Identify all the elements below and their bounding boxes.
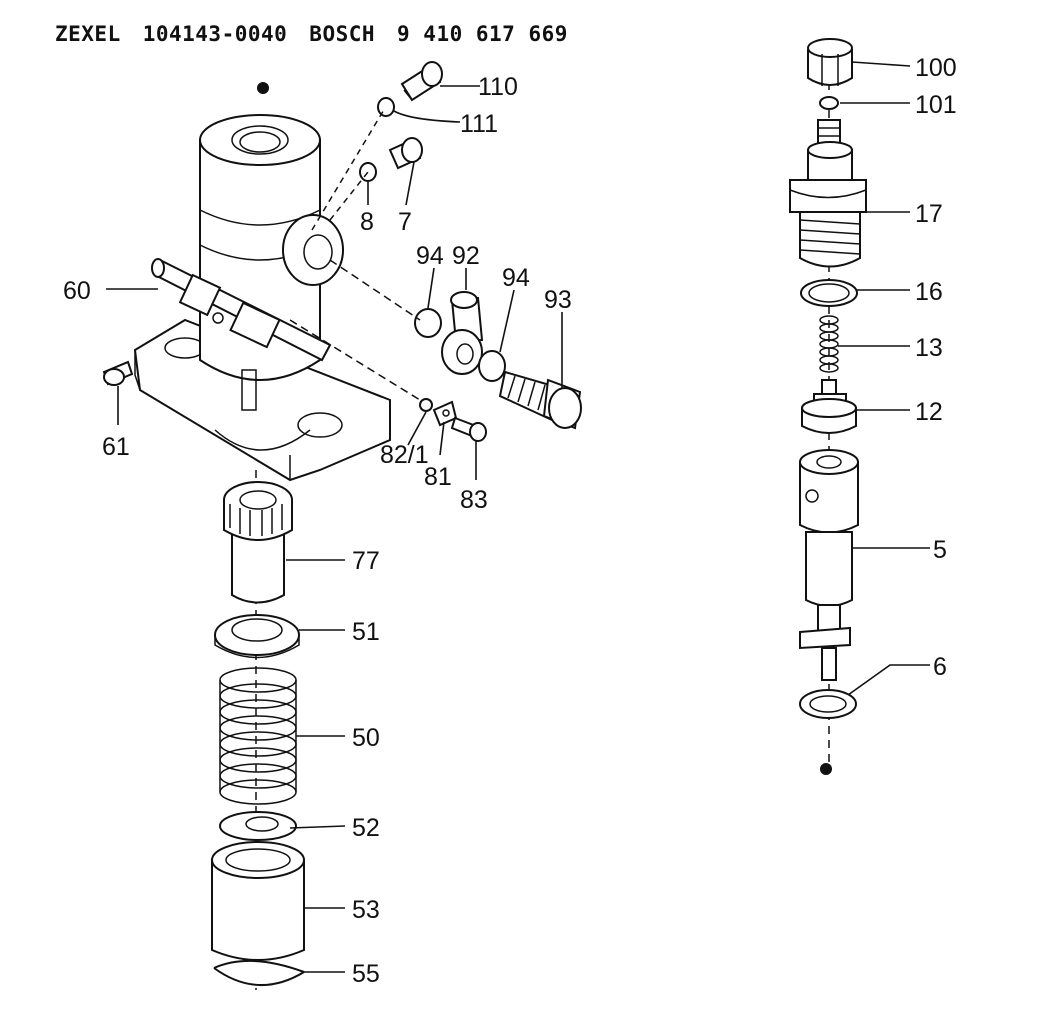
valve-holder-17 — [789, 119, 867, 268]
washer-111 — [377, 97, 395, 117]
callout-53: 53 — [352, 896, 380, 924]
callout-12: 12 — [915, 398, 943, 426]
washer-8 — [359, 162, 377, 182]
callout-110: 110 — [478, 73, 518, 101]
plunger-barrel-5 — [799, 449, 859, 681]
tappet-53 — [211, 841, 305, 961]
callout-7: 7 — [398, 208, 412, 236]
header-part-number-zexel: 104143-0040 — [142, 22, 288, 46]
header-brand-bosch: BOSCH — [309, 22, 376, 46]
banjo-fitting-92 — [441, 291, 484, 375]
plunger-spring-50 — [219, 667, 297, 805]
callout-6: 6 — [933, 653, 947, 681]
callout-94-right: 94 — [502, 264, 530, 292]
pump-housing — [199, 114, 321, 451]
callout-61: 61 — [102, 433, 130, 461]
callout-13: 13 — [915, 334, 943, 362]
diagram-header: ZEXEL 104143-0040 BOSCH 9 410 617 669 — [55, 22, 590, 46]
callout-17: 17 — [915, 200, 943, 228]
assembly-marker-dot-top — [257, 82, 269, 94]
callout-83: 83 — [460, 486, 488, 514]
callout-16: 16 — [915, 278, 943, 306]
screw-7 — [388, 137, 423, 170]
leader-lines — [106, 61, 930, 973]
callout-93: 93 — [544, 286, 572, 314]
header-part-number-bosch: 9 410 617 669 — [397, 22, 568, 46]
callout-92: 92 — [452, 242, 480, 270]
callout-52: 52 — [352, 814, 380, 842]
callout-51: 51 — [352, 618, 380, 646]
callout-111: 111 — [460, 110, 498, 138]
callout-100: 100 — [915, 54, 957, 82]
pump-flange — [133, 318, 391, 482]
spring-seat-51 — [214, 614, 300, 659]
control-sleeve-77 — [223, 481, 293, 604]
screw-110 — [400, 61, 443, 102]
screw-83 — [450, 416, 487, 442]
callout-55: 55 — [352, 960, 380, 988]
lower-spring-seat-52 — [219, 811, 297, 841]
assembly-line-screws — [311, 107, 386, 231]
control-shaft — [151, 258, 332, 362]
callout-5: 5 — [933, 536, 947, 564]
screw-61 — [102, 360, 134, 386]
lock-plate-81 — [432, 400, 458, 427]
callout-50: 50 — [352, 724, 380, 752]
header-brand-zexel: ZEXEL — [55, 22, 121, 46]
callout-77: 77 — [352, 547, 380, 575]
washer-94-left — [414, 308, 442, 338]
assembly-marker-dot-bottom — [820, 763, 832, 775]
callout-82-1: 82/1 — [380, 441, 429, 469]
washer-101 — [819, 96, 839, 110]
washer-94-right — [478, 350, 506, 382]
callout-60: 60 — [63, 277, 91, 305]
assembly-line-delivery — [329, 259, 421, 321]
callout-94-left: 94 — [416, 242, 444, 270]
callout-labels: 110 111 8 7 94 92 94 93 60 61 82/1 81 83… — [63, 54, 957, 988]
delivery-port — [282, 214, 344, 286]
delivery-valve-12 — [801, 379, 857, 434]
callout-81: 81 — [424, 463, 452, 491]
callout-101: 101 — [915, 91, 957, 119]
banjo-bolt-93 — [498, 370, 582, 430]
circlip-55 — [213, 959, 305, 987]
washer-82-1 — [419, 398, 433, 412]
valve-spring-13 — [819, 315, 839, 373]
gasket-16 — [800, 279, 858, 307]
cap-nut-100 — [807, 38, 853, 86]
callout-8: 8 — [360, 208, 374, 236]
seat-washer-6 — [799, 689, 857, 719]
